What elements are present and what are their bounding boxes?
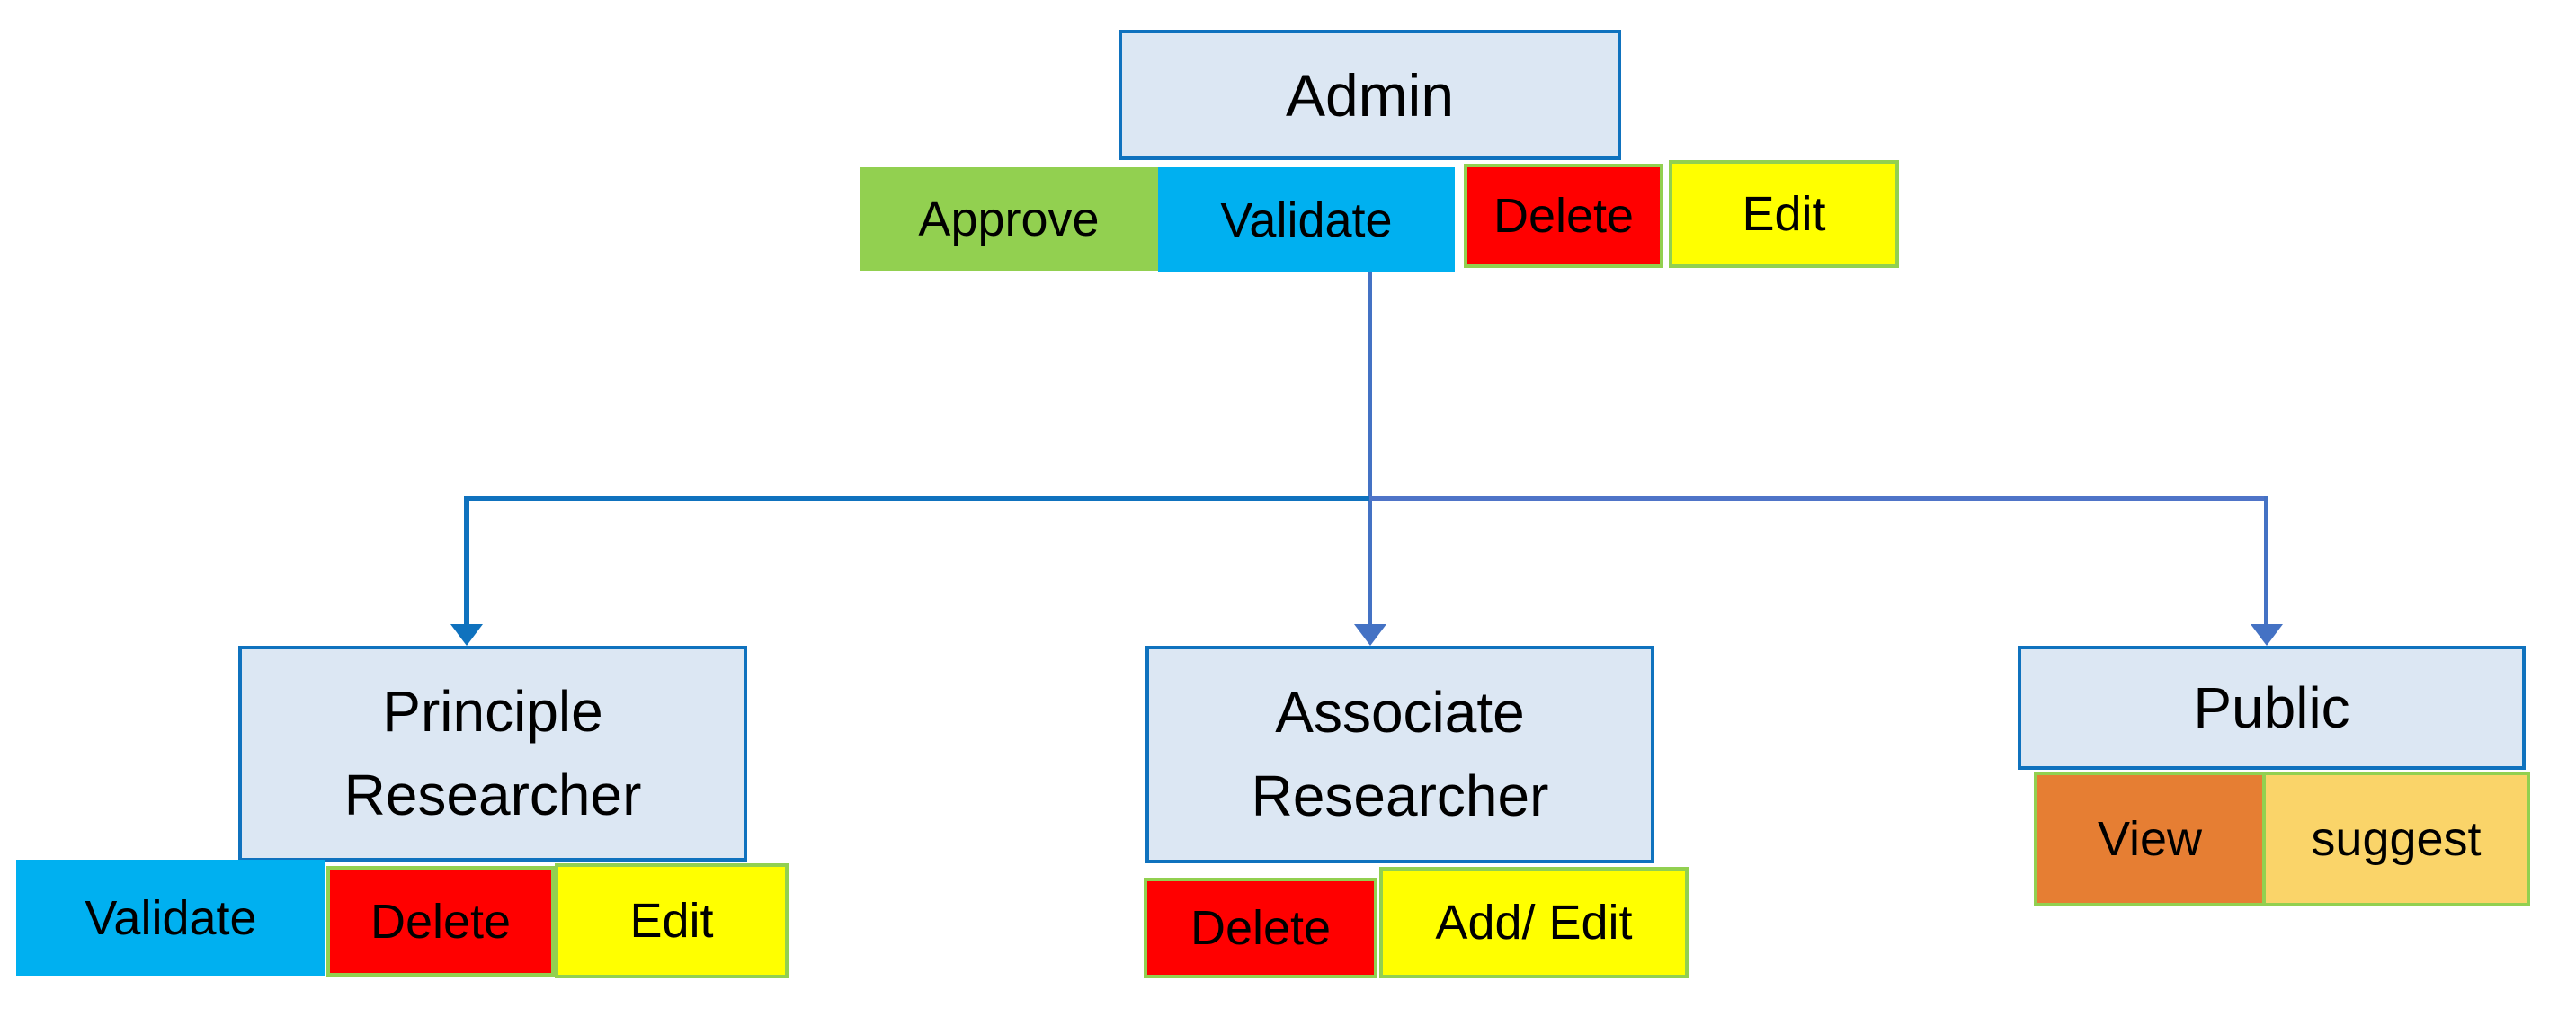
- connector-to-public-vertical: [2264, 496, 2268, 630]
- permission-chip-principle-validate: Validate: [16, 860, 325, 976]
- permission-chip-principle-delete: Delete: [326, 866, 555, 977]
- node-principle-researcher: Principle Researcher: [238, 646, 747, 862]
- node-admin: Admin: [1119, 30, 1621, 160]
- arrow-down-icon-associate: [1354, 624, 1386, 646]
- permission-chip-public-suggest: suggest: [2262, 772, 2530, 906]
- node-associate-researcher: Associate Researcher: [1145, 646, 1654, 863]
- node-principle-researcher-label: Principle Researcher: [343, 679, 642, 827]
- connector-to-principle-vertical: [464, 496, 469, 630]
- node-admin-label: Admin: [1285, 61, 1455, 129]
- permission-chip-admin-validate: Validate: [1158, 167, 1455, 272]
- connector-horizontal-left-segment: [465, 496, 1369, 501]
- node-associate-researcher-label: Associate Researcher: [1251, 680, 1549, 828]
- connector-horizontal-right-segment: [1369, 496, 2268, 501]
- permission-chip-associate-delete: Delete: [1144, 878, 1377, 978]
- node-public-label: Public: [2193, 675, 2350, 740]
- permission-chip-admin-edit: Edit: [1669, 160, 1899, 268]
- node-public: Public: [2018, 646, 2526, 770]
- permission-chip-associate-add-edit: Add/ Edit: [1379, 867, 1689, 978]
- permission-chip-principle-edit: Edit: [555, 863, 789, 978]
- arrow-down-icon-principle: [450, 624, 483, 646]
- permission-chip-admin-approve: Approve: [860, 167, 1158, 271]
- arrow-down-icon-public: [2251, 624, 2283, 646]
- permission-chip-admin-delete: Delete: [1464, 164, 1663, 268]
- permission-chip-public-view: View: [2034, 772, 2266, 906]
- connector-admin-to-associate-vertical: [1368, 272, 1372, 630]
